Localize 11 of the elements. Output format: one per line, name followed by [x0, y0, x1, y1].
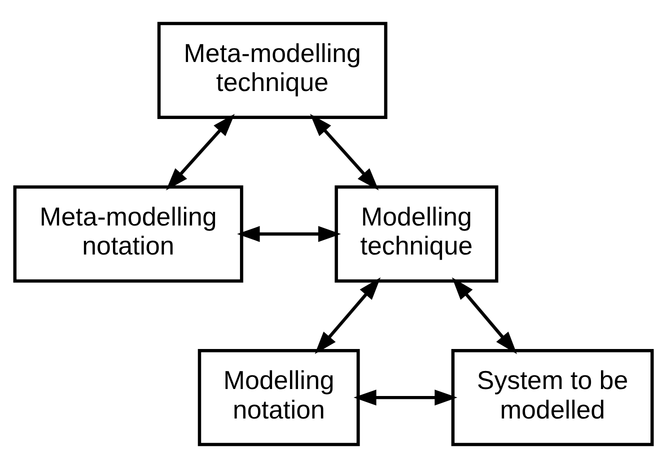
arrow: [452, 277, 517, 354]
node-box: Meta-modelling notation: [13, 185, 244, 283]
node-box: Meta-modelling technique: [157, 22, 388, 120]
arrow: [166, 114, 235, 190]
node-box: Modelling technique: [334, 185, 498, 283]
arrow: [314, 277, 381, 354]
arrow: [354, 390, 458, 406]
node-box: System to be modelled: [451, 348, 654, 446]
arrow: [237, 226, 341, 242]
arrow: [310, 114, 379, 190]
node-box: Modelling notation: [198, 348, 360, 446]
